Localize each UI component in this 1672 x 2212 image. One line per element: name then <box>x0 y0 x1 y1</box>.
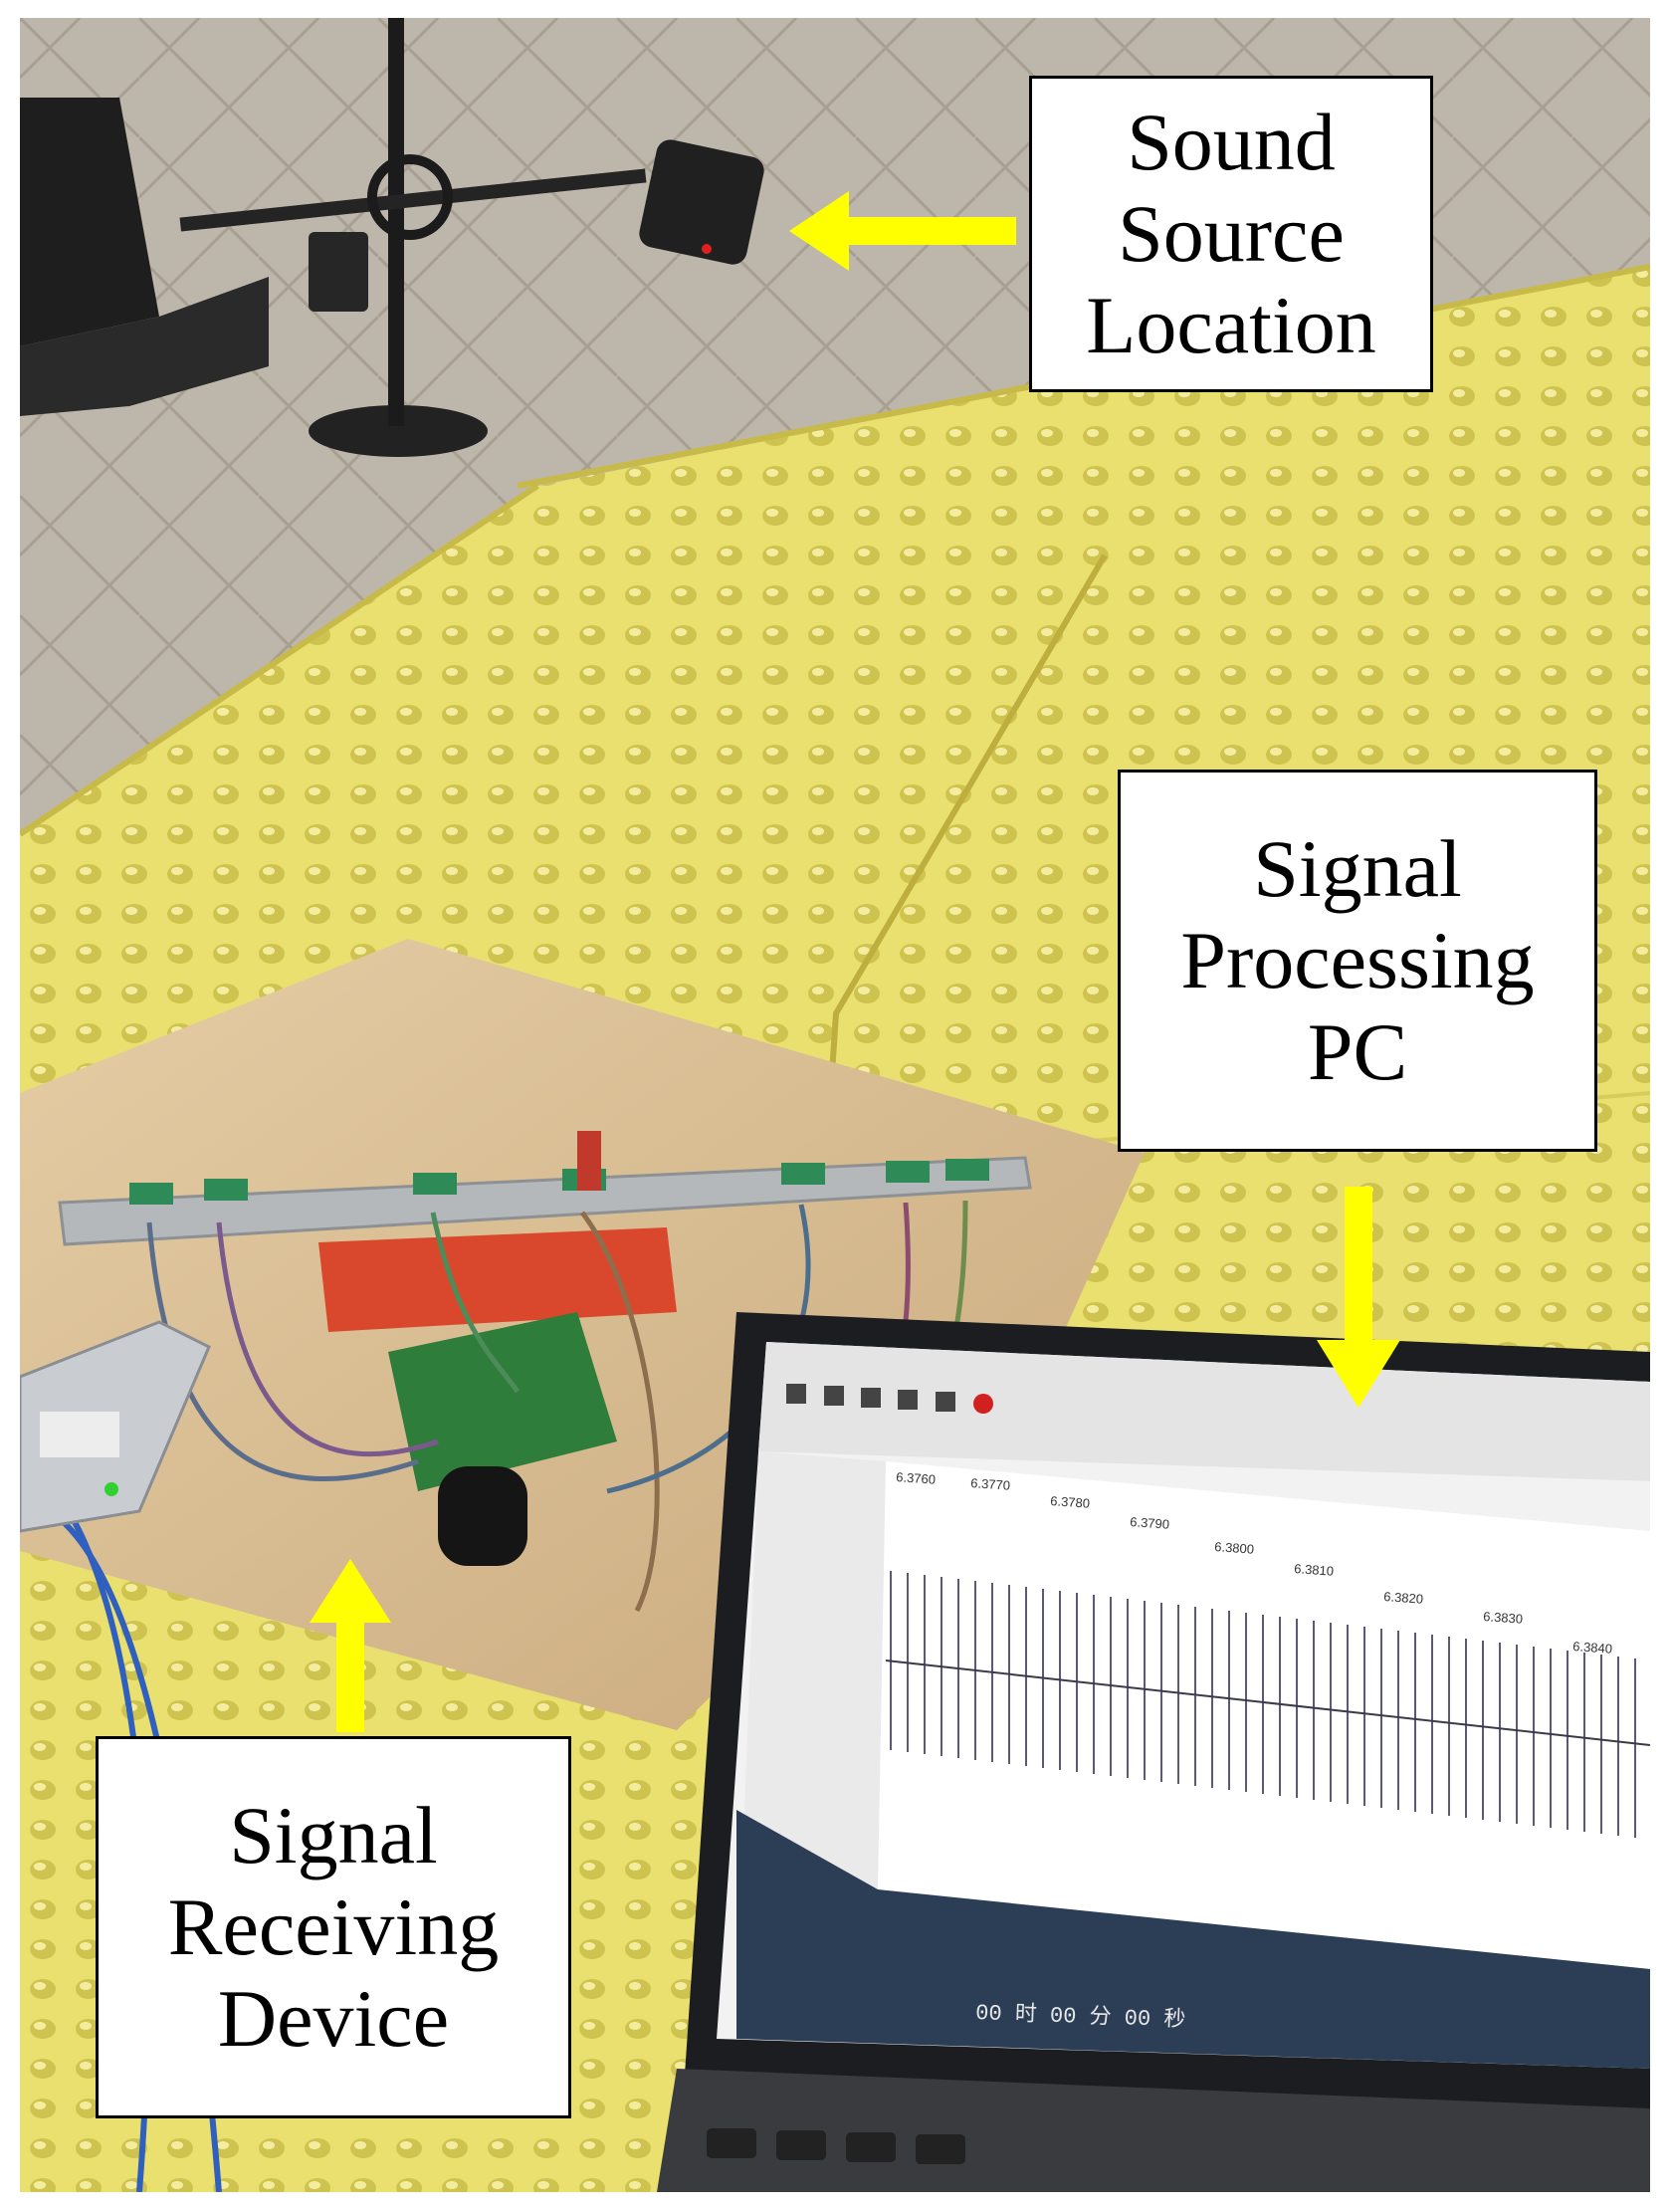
callout-line: Sound <box>1127 97 1336 188</box>
callout-line: Source <box>1118 188 1345 280</box>
arrow-to-receiving-device <box>310 1559 391 1732</box>
callout-signal-processing-pc: Signal Processing PC <box>1118 770 1597 1152</box>
background-laptop <box>20 98 269 416</box>
callout-line: PC <box>1307 1005 1408 1097</box>
speaker <box>639 139 764 265</box>
tick-label: 6.3800 <box>1214 1539 1255 1557</box>
signal-processing-laptop <box>657 1312 1650 2192</box>
callout-line: Location <box>1086 279 1376 370</box>
callout-sound-source-location: Sound Source Location <box>1029 76 1433 392</box>
callout-line: Device <box>217 1972 450 2064</box>
tick-label: 6.3830 <box>1483 1609 1524 1627</box>
callout-line: Processing <box>1180 915 1535 1006</box>
callout-line: Receiving <box>167 1881 500 1973</box>
callout-signal-receiving-device: Signal Receiving Device <box>96 1736 571 2118</box>
tick-label: 6.3790 <box>1130 1514 1170 1532</box>
arrow-to-sound-source <box>789 191 1016 271</box>
power-supply <box>20 1320 211 1533</box>
tick-label: 6.3770 <box>970 1475 1011 1493</box>
tick-label: 6.3810 <box>1294 1561 1335 1579</box>
callout-line: Signal <box>229 1790 438 1881</box>
tick-label: 6.3760 <box>896 1469 937 1487</box>
tick-label: 6.3820 <box>1383 1589 1424 1607</box>
microphone-array <box>58 1131 1032 1332</box>
arrow-to-laptop <box>1317 1187 1400 1408</box>
callout-line: Signal <box>1253 823 1462 915</box>
sound-source-stand <box>179 18 764 457</box>
tick-label: 6.3840 <box>1572 1639 1613 1657</box>
tick-label: 6.3780 <box>1050 1493 1091 1511</box>
screen-axis-ticks: 6.3760 6.3770 6.3780 6.3790 6.3800 6.381… <box>896 1469 1613 1657</box>
